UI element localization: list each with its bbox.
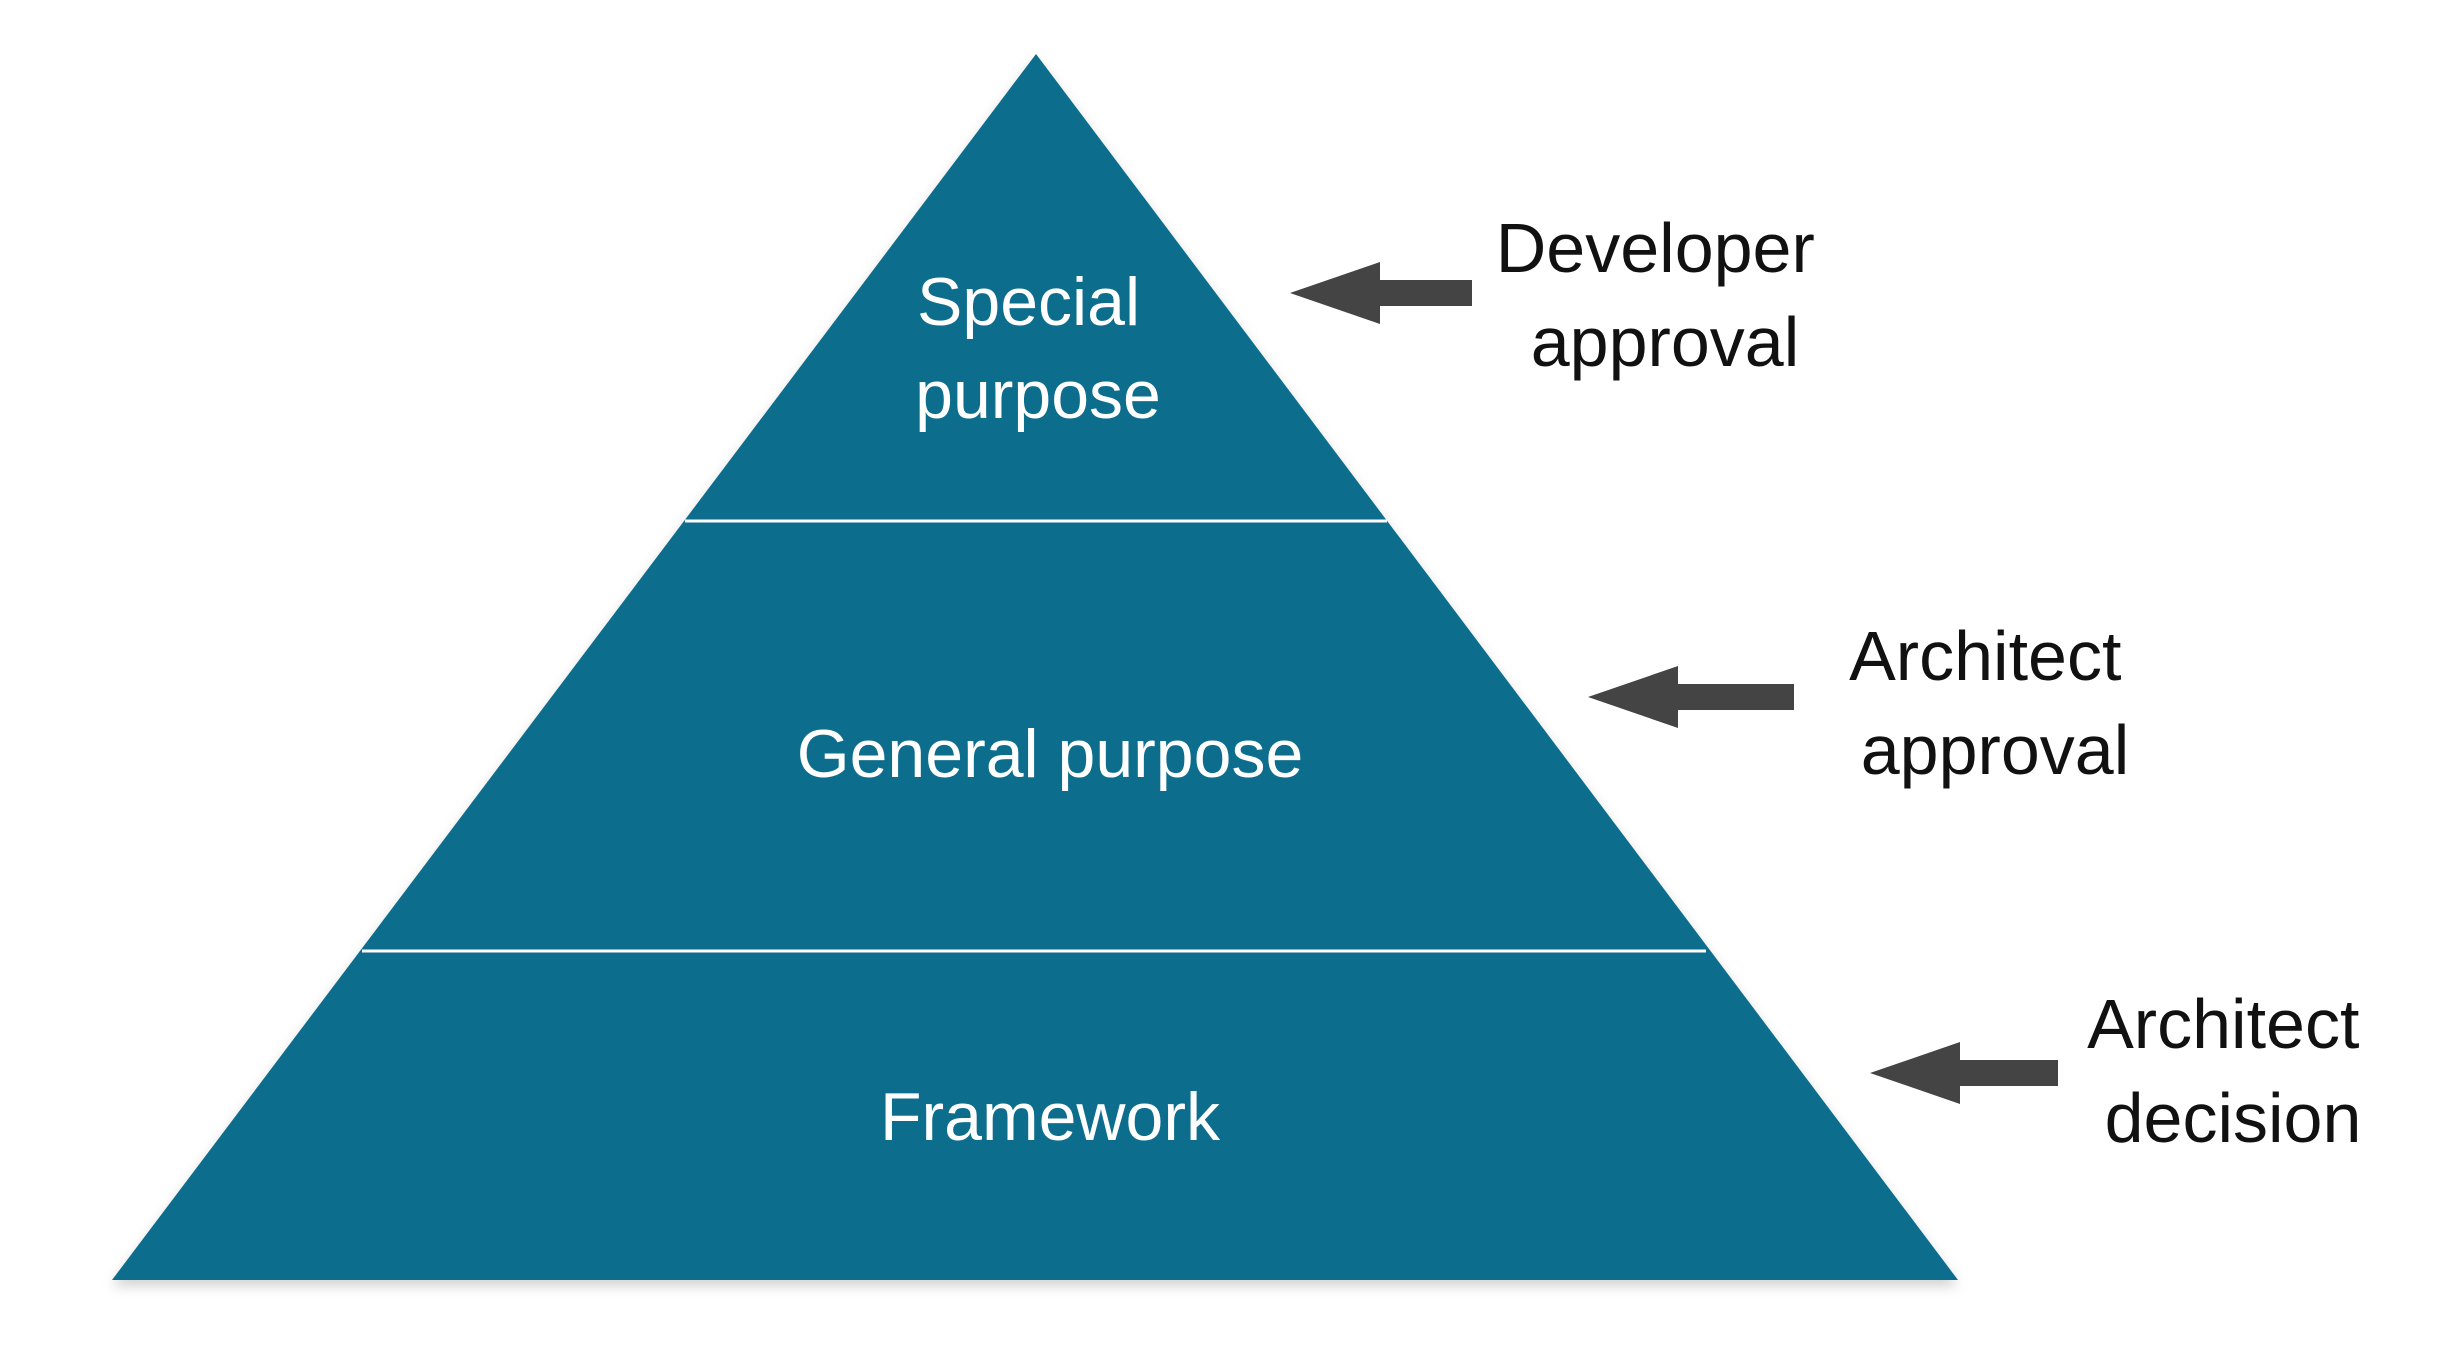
pyramid-shape	[112, 54, 1958, 1280]
tier-label-general-line1: General purpose	[797, 716, 1304, 792]
annotation-architect-approval-line2: approval	[1861, 711, 2130, 789]
annotation-developer-approval: Developer approval	[1496, 209, 1835, 381]
left-arrow-icon	[1290, 262, 1472, 324]
annotation-developer-approval-line2: approval	[1531, 303, 1800, 381]
annotation-architect-decision-line2: decision	[2105, 1079, 2362, 1157]
annotation-architect-decision: Architect decision	[2087, 985, 2379, 1157]
tier-label-special-line2: purpose	[915, 357, 1161, 433]
tier-label-framework: Framework	[880, 1079, 1221, 1155]
tier-label-framework-line1: Framework	[880, 1079, 1221, 1155]
left-arrow-icon	[1588, 666, 1794, 728]
annotation-architect-approval: Architect approval	[1849, 617, 2141, 789]
tier-label-general: General purpose	[797, 716, 1304, 792]
tier-label-special-line1: Special	[917, 264, 1140, 340]
left-arrow-icon	[1870, 1042, 2058, 1104]
annotation-developer-approval-line1: Developer	[1496, 209, 1815, 287]
annotation-architect-decision-line1: Architect	[2087, 985, 2359, 1063]
tier-label-special: Special purpose	[915, 264, 1161, 433]
annotation-architect-approval-line1: Architect	[1849, 617, 2121, 695]
